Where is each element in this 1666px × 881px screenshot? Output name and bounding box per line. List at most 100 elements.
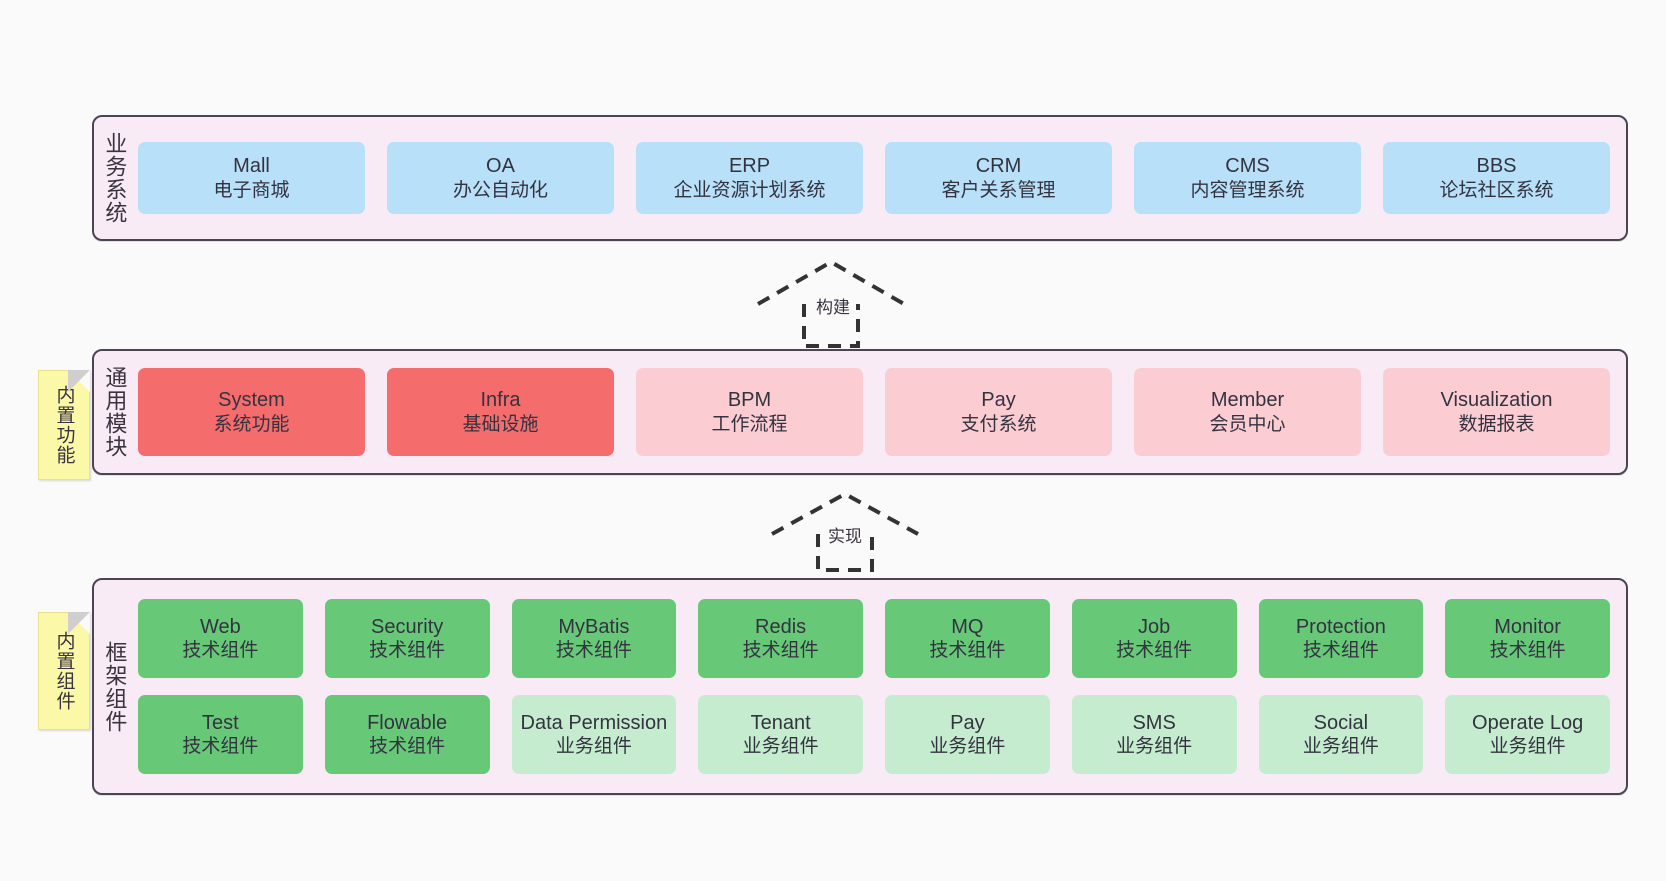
node-label-cn: 技术组件 bbox=[742, 640, 819, 662]
node-label-en: Job bbox=[1138, 615, 1171, 638]
layer-business-systems[interactable]: 业务系统 Mall 电子商城 OA 办公自动化 ERP 企业资源计划系统 CRM… bbox=[92, 115, 1628, 241]
sticky-note-builtin-features: 内置功能 bbox=[38, 370, 90, 480]
layer-row: Mall 电子商城 OA 办公自动化 ERP 企业资源计划系统 CRM 客户关系… bbox=[138, 142, 1610, 214]
layer-title-framework: 框架组件 bbox=[102, 640, 128, 733]
layer-row: Test 技术组件 Flowable 技术组件 Data Permission … bbox=[138, 695, 1610, 774]
node-label-cn: 数据报表 bbox=[1458, 413, 1535, 435]
node-label-en: Member bbox=[1210, 389, 1285, 412]
node-label-cn: 业务组件 bbox=[1116, 736, 1193, 758]
node-label-en: CRM bbox=[975, 155, 1022, 178]
node-label-en: Redis bbox=[755, 615, 807, 638]
layer-title-common: 通用模块 bbox=[102, 366, 128, 458]
node-label-en: Pay bbox=[950, 711, 985, 734]
node-web[interactable]: Web 技术组件 bbox=[138, 599, 303, 678]
node-label-cn: 技术组件 bbox=[1302, 640, 1379, 662]
node-label-en: OA bbox=[486, 155, 515, 178]
node-mq[interactable]: MQ 技术组件 bbox=[885, 599, 1050, 678]
sticky-note-builtin-components: 内置组件 bbox=[38, 612, 90, 730]
node-member[interactable]: Member 会员中心 bbox=[1134, 368, 1361, 456]
connector-implement: 实现 bbox=[770, 491, 920, 572]
node-label-en: Pay bbox=[981, 389, 1016, 412]
layer-common-modules[interactable]: 通用模块 System 系统功能 Infra 基础设施 BPM 工作流程 Pay… bbox=[92, 349, 1628, 475]
node-label-cn: 电子商城 bbox=[213, 179, 290, 201]
node-pay[interactable]: Pay 支付系统 bbox=[885, 368, 1112, 456]
node-label-cn: 技术组件 bbox=[182, 640, 259, 662]
layer-body-framework: Web 技术组件 Security 技术组件 MyBatis 技术组件 Redi… bbox=[134, 580, 1626, 793]
node-label-en: Mall bbox=[233, 155, 270, 178]
node-label-cn: 业务组件 bbox=[1489, 736, 1566, 758]
node-label-cn: 客户关系管理 bbox=[941, 179, 1056, 201]
node-label-en: Infra bbox=[480, 389, 521, 412]
node-label-cn: 系统功能 bbox=[213, 413, 290, 435]
node-job[interactable]: Job 技术组件 bbox=[1071, 599, 1237, 678]
node-oa[interactable]: OA 办公自动化 bbox=[387, 142, 614, 214]
node-infra[interactable]: Infra 基础设施 bbox=[387, 368, 614, 456]
node-test[interactable]: Test 技术组件 bbox=[138, 695, 303, 774]
node-social[interactable]: Social 业务组件 bbox=[1258, 695, 1424, 774]
layer-framework-components[interactable]: 框架组件 Web 技术组件 Security 技术组件 MyBatis 技术组件… bbox=[92, 578, 1628, 795]
node-redis[interactable]: Redis 技术组件 bbox=[698, 599, 863, 678]
node-label-cn: 业务组件 bbox=[555, 736, 632, 758]
node-mybatis[interactable]: MyBatis 技术组件 bbox=[511, 599, 677, 678]
node-label-cn: 技术组件 bbox=[182, 736, 259, 758]
node-label-en: Operate Log bbox=[1472, 711, 1584, 734]
node-crm[interactable]: CRM 客户关系管理 bbox=[885, 142, 1112, 214]
node-operate-log[interactable]: Operate Log 业务组件 bbox=[1445, 695, 1610, 774]
node-label-cn: 技术组件 bbox=[929, 640, 1006, 662]
layer-row: System 系统功能 Infra 基础设施 BPM 工作流程 Pay 支付系统… bbox=[138, 368, 1610, 456]
node-label-en: Web bbox=[199, 615, 241, 638]
connector-label-implement: 实现 bbox=[826, 522, 864, 547]
node-erp[interactable]: ERP 企业资源计划系统 bbox=[636, 142, 863, 214]
node-label-en: Test bbox=[202, 711, 239, 734]
node-sms[interactable]: SMS 业务组件 bbox=[1071, 695, 1237, 774]
node-label-en: ERP bbox=[728, 155, 771, 178]
node-pay-business[interactable]: Pay 业务组件 bbox=[885, 695, 1050, 774]
node-label-cn: 技术组件 bbox=[369, 640, 446, 662]
node-label-cn: 技术组件 bbox=[1116, 640, 1193, 662]
node-label-cn: 基础设施 bbox=[462, 413, 539, 435]
node-label-en: Flowable bbox=[367, 711, 448, 734]
node-label-cn: 会员中心 bbox=[1209, 413, 1286, 435]
connector-build: 构建 bbox=[756, 259, 906, 348]
node-label-en: Protection bbox=[1295, 615, 1386, 638]
connector-label-build: 构建 bbox=[814, 293, 852, 318]
node-flowable[interactable]: Flowable 技术组件 bbox=[324, 695, 490, 774]
node-label-cn: 业务组件 bbox=[929, 736, 1006, 758]
node-cms[interactable]: CMS 内容管理系统 bbox=[1134, 142, 1361, 214]
node-security[interactable]: Security 技术组件 bbox=[324, 599, 490, 678]
node-label-en: BPM bbox=[727, 389, 772, 412]
node-label-en: BBS bbox=[1476, 155, 1517, 178]
node-label-cn: 技术组件 bbox=[369, 736, 446, 758]
node-label-cn: 技术组件 bbox=[555, 640, 632, 662]
node-data-permission[interactable]: Data Permission 业务组件 bbox=[511, 695, 677, 774]
node-system[interactable]: System 系统功能 bbox=[138, 368, 365, 456]
node-label-cn: 业务组件 bbox=[742, 736, 819, 758]
node-label-cn: 工作流程 bbox=[711, 413, 788, 435]
layer-row: Web 技术组件 Security 技术组件 MyBatis 技术组件 Redi… bbox=[138, 599, 1610, 678]
layer-body-common: System 系统功能 Infra 基础设施 BPM 工作流程 Pay 支付系统… bbox=[134, 351, 1626, 473]
node-label-en: Social bbox=[1313, 711, 1369, 734]
layer-body-business: Mall 电子商城 OA 办公自动化 ERP 企业资源计划系统 CRM 客户关系… bbox=[134, 117, 1626, 239]
node-monitor[interactable]: Monitor 技术组件 bbox=[1445, 599, 1610, 678]
node-mall[interactable]: Mall 电子商城 bbox=[138, 142, 365, 214]
node-label-en: System bbox=[218, 389, 285, 412]
node-label-cn: 支付系统 bbox=[960, 413, 1037, 435]
node-tenant[interactable]: Tenant 业务组件 bbox=[698, 695, 863, 774]
node-label-cn: 技术组件 bbox=[1489, 640, 1566, 662]
node-bpm[interactable]: BPM 工作流程 bbox=[636, 368, 863, 456]
node-label-cn: 论坛社区系统 bbox=[1439, 179, 1554, 201]
node-bbs[interactable]: BBS 论坛社区系统 bbox=[1383, 142, 1610, 214]
node-visualization[interactable]: Visualization 数据报表 bbox=[1383, 368, 1610, 456]
node-label-en: Tenant bbox=[750, 711, 811, 734]
node-label-en: Security bbox=[371, 615, 444, 638]
node-label-en: Visualization bbox=[1440, 389, 1553, 412]
node-label-cn: 办公自动化 bbox=[452, 179, 548, 201]
node-protection[interactable]: Protection 技术组件 bbox=[1258, 599, 1424, 678]
node-label-cn: 业务组件 bbox=[1302, 736, 1379, 758]
node-label-cn: 内容管理系统 bbox=[1190, 179, 1305, 201]
node-label-en: MQ bbox=[951, 615, 984, 638]
node-label-en: SMS bbox=[1132, 711, 1176, 734]
node-label-en: MyBatis bbox=[558, 615, 630, 638]
node-label-en: Monitor bbox=[1494, 615, 1561, 638]
